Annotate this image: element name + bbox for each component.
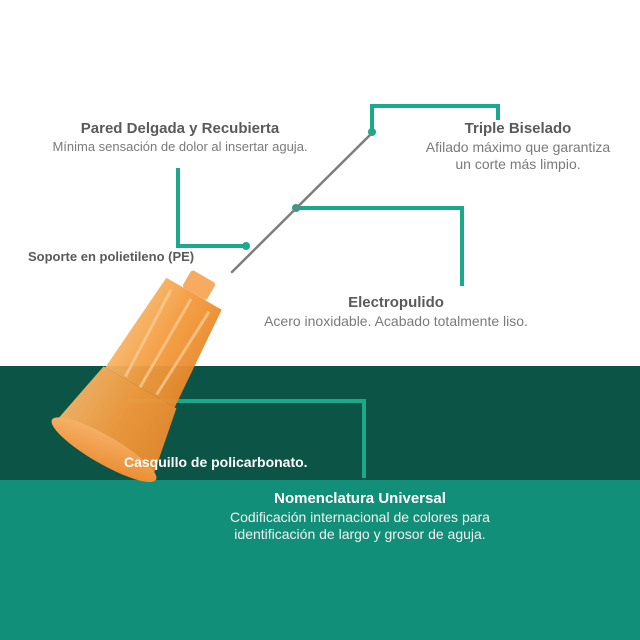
hub-flare [55,366,177,478]
pared-desc: Mínima sensación de dolor al insertar ag… [52,138,308,154]
label-pared-delgada: Pared Delgada y Recubierta Mínima sensac… [30,120,330,155]
callout-line-electro [296,206,464,286]
label-soporte: Soporte en polietileno (PE) [28,249,194,265]
nomenclatura-title: Nomenclatura Universal [274,490,446,507]
electro-desc: Acero inoxidable. Acabado totalmente lis… [264,312,528,329]
soporte-title: Soporte en polietileno (PE) [28,249,195,264]
nomenclatura-desc-line1: Codificación internacional de colores pa… [230,508,490,525]
triple-title: Triple Biselado [464,120,572,137]
hub-base [51,417,157,483]
pared-title: Pared Delgada y Recubierta [80,120,280,137]
hub-ribs [124,289,211,396]
label-casquillo: Casquillo de policarbonato. [124,454,308,472]
nomenclatura-desc-line2: identificación de largo y grosor de aguj… [234,526,486,543]
callout-line-triple [370,104,500,132]
callout-line-nomenclatura [128,399,366,478]
casquillo-title: Casquillo de policarbonato. [124,454,308,470]
callout-lines [128,104,500,478]
callout-line-pared [176,168,246,248]
triple-desc-line2: un corte más limpio. [455,156,581,173]
triple-desc-line1: Afilado máximo que garantiza [425,138,611,155]
label-electropulido: Electropulido Acero inoxidable. Acabado … [240,294,552,330]
needle-hub [51,270,222,483]
hub-body [105,277,222,408]
label-nomenclatura: Nomenclatura Universal Codificación inte… [200,490,520,544]
electro-title: Electropulido [348,294,444,311]
callout-dot-pared [242,242,250,250]
teal-band [0,480,640,640]
needle-shaft [230,132,373,274]
label-triple-biselado: Triple Biselado Afilado máximo que garan… [398,120,638,174]
hub-tip [182,270,216,300]
